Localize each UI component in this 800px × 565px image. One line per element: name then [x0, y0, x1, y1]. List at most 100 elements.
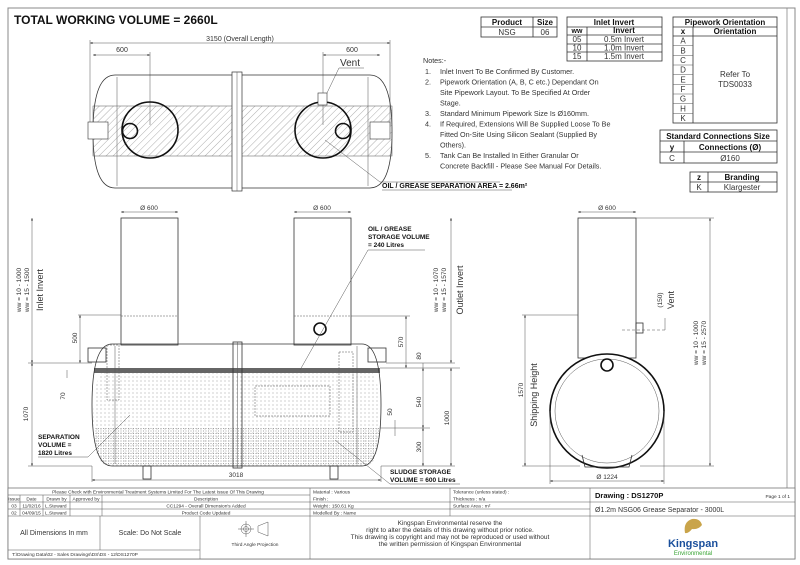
pipework-table-title-text: Pipework Orientation: [685, 18, 766, 27]
connections-table-title-text: Standard Connections Size: [666, 132, 770, 141]
orientation-letter: H: [680, 104, 686, 113]
orientation-letter: E: [680, 75, 685, 84]
elevation-dim-50-text: 50: [387, 408, 394, 416]
connections-table-row-1-text: Ø160: [720, 154, 740, 163]
inlet-invert-table-headers-1-text: Invert: [613, 26, 635, 35]
end-view-ww15-text: ww = 15 - 2570: [701, 320, 708, 366]
orientation-letter: A: [680, 37, 686, 46]
note-number: 1.: [425, 67, 431, 76]
refer-doc: TDS0033: [718, 80, 752, 89]
pipework-table-headers-1-text: Orientation: [714, 27, 757, 36]
product-table-headers-0-text: Product: [492, 18, 523, 27]
revision-cell: 03: [11, 504, 17, 510]
elevation-turret-right-dia-text: Ø 600: [313, 205, 331, 212]
elevation-outlet-ww10-text: ww = 10 - 1070: [433, 267, 440, 313]
inlet-ww: 15: [573, 52, 582, 61]
separation-area-label: OIL / GREASE SEPARATION AREA = 2.66m²: [382, 183, 528, 190]
title-total-working-volume: TOTAL WORKING VOLUME = 2660L: [14, 13, 218, 27]
plan-dim-right: 600: [346, 47, 358, 54]
title-block-copyright-1-text: right to alter the details of this drawi…: [366, 527, 534, 534]
branding-table-row-0-text: K: [696, 183, 702, 192]
elevation-oil-storage-0-text: OIL / GREASE: [368, 226, 412, 233]
title-block-rev-headers-4-text: Description: [194, 497, 218, 503]
product-table: Product Size NSG 06: [480, 16, 558, 38]
elevation-dim-570-text: 570: [398, 336, 405, 347]
note-line: Inlet Invert To Be Confirmed By Customer…: [440, 67, 574, 76]
title-block-surface-area-text: Surface Area : m²: [453, 504, 491, 510]
title-block: Please Check with Environmental Treatmen…: [7, 487, 796, 560]
elevation-dim-70-text: 70: [60, 392, 67, 400]
connections-table-headers-1-text: Connections (Ø): [699, 143, 762, 152]
title-block-page-text: Page 1 of 1: [765, 494, 790, 500]
note-line: Stage.: [440, 99, 461, 108]
outlet-invert-label: Outlet Invert: [455, 265, 465, 315]
elevation-dim-1000-text: 1000: [444, 410, 451, 425]
note-line: Tank Can Be Installed In Either Granular…: [440, 151, 579, 160]
revision-cell: 02: [11, 511, 17, 517]
title-block-check-notice-text: Please Check with Environmental Treatmen…: [52, 490, 264, 496]
title-block-copyright-3-text: the written permission of Kingspan Envir…: [379, 541, 522, 548]
title-block-file-path-text: T:\Drawing Data\02 - Sales Drawings\DS\D…: [12, 552, 138, 558]
elevation-dim-540-text: 540: [416, 396, 423, 407]
note-line: Standard Minimum Pipework Size Is Ø160mm…: [440, 109, 589, 118]
elevation-dim-300-text: 300: [416, 441, 423, 452]
revision-cell: CC1294 - Overall Dimension's Added: [166, 504, 246, 510]
elevation-oil-storage-1-text: STORAGE VOLUME: [368, 234, 430, 241]
elevation-dim-1070-text: 1070: [23, 406, 30, 421]
note-line: Fitted On-Site Using Silicon Sealant (Su…: [440, 130, 597, 139]
plan-vent-label: Vent: [340, 58, 360, 69]
title-block-material-text: Material : Various: [313, 490, 351, 496]
inlet-ww: 10: [573, 44, 582, 53]
title-block-dimensions-note-text: All Dimensions In mm: [20, 530, 88, 537]
elevation-turret-left-dia-text: Ø 600: [140, 205, 158, 212]
inlet-ww: 05: [573, 35, 582, 44]
refer-to: Refer To: [720, 70, 751, 79]
plan-dim-left: 600: [116, 47, 128, 54]
revision-cell: Product Code Updated: [182, 511, 231, 517]
product-table-headers-1-text: Size: [537, 18, 554, 27]
note-number: 4.: [425, 120, 431, 129]
elevation-dim-500-text: 500: [72, 332, 79, 343]
drawing-title: Ø1.2m NSG06 Grease Separator - 3000L: [595, 507, 724, 514]
elevation-separation-1-text: VOLUME =: [38, 442, 72, 449]
orientation-letter: B: [680, 46, 685, 55]
elevation-inlet-ww15-text: ww = 15 - 1500: [24, 267, 31, 313]
product-value: NSG: [498, 28, 515, 37]
elevation-sludge-1-text: VOLUME = 600 Litres: [390, 477, 456, 484]
kingspan-logo: Kingspan Environmental: [668, 518, 718, 557]
title-block-rev-headers-2-text: Drawn by: [46, 497, 67, 503]
note-line: Concrete Backfill - Please See Manual Fo…: [440, 162, 601, 171]
end-view-shipping-dim-text: 1570: [518, 382, 525, 397]
drawing-number: Drawing : DS1270P: [595, 491, 663, 500]
size-value: 06: [541, 28, 550, 37]
note-line: Pipework Orientation (A, B, C etc.) Depe…: [440, 78, 599, 87]
title-block-projection-text: Third Angle Projection: [232, 542, 279, 548]
revision-cell: 11/02/16: [22, 504, 41, 510]
title-block-weight-text: Weight : 150.61 Kg: [313, 504, 354, 510]
branding-table: z Branding K Klargester: [689, 171, 778, 193]
inlet-invert-table-title-text: Inlet Invert: [594, 18, 635, 27]
orientation-letter: F: [681, 85, 686, 94]
title-block-scale-note-text: Scale: Do Not Scale: [119, 530, 182, 537]
title-block-modelled-by-text: Modelled By : Name: [313, 511, 357, 517]
pipework-orientation-table: Pipework Orientation x Orientation ABCDE…: [672, 16, 778, 124]
end-view: Ø 600 (150) Vent ww = 10 - 1000 ww = 15 …: [518, 205, 714, 484]
end-view-vent-dim-text: (150): [657, 292, 664, 307]
title-block-logo-sub-text: Environmental: [674, 551, 712, 557]
inlet-invert-label: Inlet Invert: [35, 268, 45, 311]
end-view-ww10-text: ww = 10 - 1000: [693, 320, 700, 366]
elevation-inlet-ww10-text: ww = 10 - 1000: [16, 267, 23, 313]
elevation-oil-storage-2-text: = 240 Litres: [368, 242, 404, 249]
note-number: 2.: [425, 78, 431, 87]
elevation-separation-2-text: 1820 Litres: [38, 450, 72, 457]
pipework-table-headers-0-text: x: [681, 27, 686, 36]
orientation-letter: G: [680, 95, 686, 104]
note-line: Site Pipework Layout. To Be Specified At…: [440, 88, 591, 97]
title-block-rev-headers-1-text: Date: [26, 497, 36, 503]
branding-value: Klargester: [724, 183, 761, 192]
orientation-letter: C: [680, 56, 686, 65]
branding-table-headers-0-text: z: [697, 173, 701, 182]
connections-table-headers-0-text: y: [670, 143, 675, 152]
shipping-height-label: Shipping Height: [529, 363, 539, 427]
